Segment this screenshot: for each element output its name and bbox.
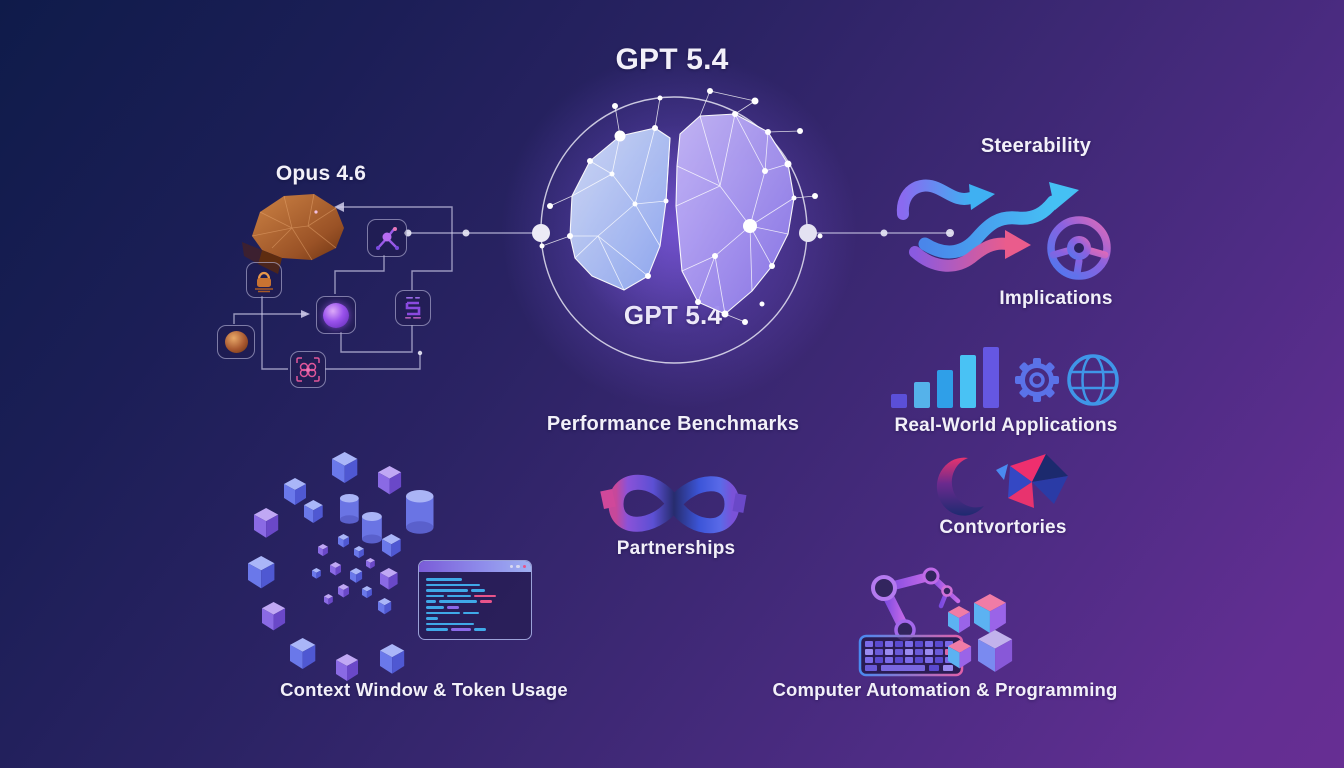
- keyboard-icon: [858, 634, 964, 677]
- window-dot: [509, 564, 513, 569]
- lock-icon: [246, 262, 282, 298]
- left-model-label: Opus 4.6: [275, 162, 367, 185]
- window-dot: [522, 564, 526, 569]
- model-glyph-icon: [395, 290, 431, 326]
- steerability-label: Steerability: [980, 135, 1092, 157]
- partnerships-label: Partnerships: [616, 538, 736, 559]
- implications-label: Implications: [999, 288, 1113, 309]
- context-window-label: Context Window & Token Usage: [280, 679, 568, 700]
- automation-icons: [858, 567, 1013, 677]
- sphere-purple-icon: [316, 296, 356, 334]
- blocks-icon: [948, 594, 1013, 672]
- code-lines: [419, 572, 531, 631]
- automation-label: Computer Automation & Programming: [772, 679, 1118, 700]
- crescent-facets-icon: [936, 454, 1068, 516]
- molecule-icon: [367, 219, 407, 257]
- face-scan-icon: [290, 351, 326, 388]
- contvortories-label: Contvortories: [939, 517, 1067, 538]
- robot-arm-icon: [871, 567, 961, 641]
- branching-arrows-icon: [896, 179, 1079, 272]
- brain-network-icon: [524, 80, 824, 380]
- gear-icon: [1015, 358, 1059, 402]
- window-dot: [516, 564, 520, 569]
- code-window-icon: [418, 560, 532, 640]
- circle-left-node: [532, 224, 550, 242]
- infinity-ribbon-icon: [600, 474, 747, 534]
- globe-icon: [1067, 354, 1119, 406]
- performance-label: Performance Benchmarks: [546, 413, 800, 435]
- code-window-titlebar: [419, 561, 531, 572]
- steering-wheel-icon: [1047, 216, 1111, 280]
- real-world-label: Real-World Applications: [894, 415, 1118, 436]
- real-world-icons: [891, 347, 1119, 408]
- page-title: GPT 5.4: [615, 43, 729, 76]
- circle-right-node: [799, 224, 817, 242]
- sphere-orange-icon: [217, 325, 255, 359]
- bar-chart-icon: [891, 347, 999, 408]
